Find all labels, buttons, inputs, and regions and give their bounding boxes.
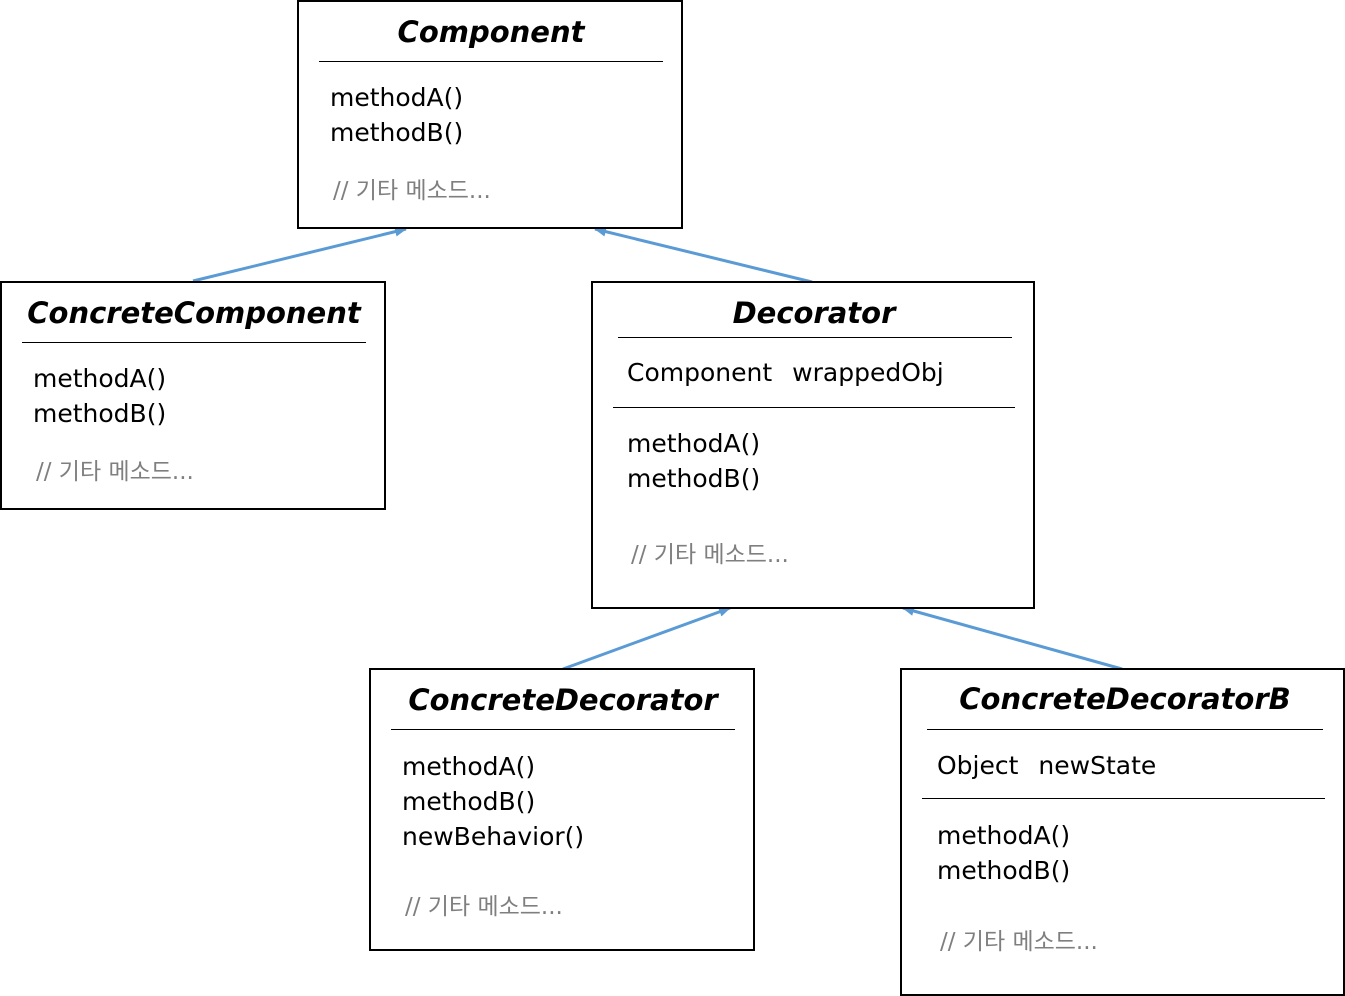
method: methodB() (330, 118, 464, 147)
class-concrete-component[interactable]: ConcreteComponent methodA() methodB() //… (0, 281, 386, 510)
class-title: ConcreteDecorator (408, 683, 718, 717)
attribute: Component wrappedObj (627, 355, 944, 390)
class-title: ConcreteComponent (27, 296, 361, 330)
method: methodA() (402, 752, 536, 781)
edge-concretecomponent-to-component (192, 226, 407, 283)
comment: // 기타 메소드... (631, 542, 789, 568)
method: methodA() (33, 364, 167, 393)
edge-concretedecoratorb-to-decorator (902, 606, 1123, 671)
method: methodB() (627, 464, 761, 493)
attribute-type: Component (627, 358, 773, 387)
divider (618, 337, 1012, 338)
comment: // 기타 메소드... (333, 178, 491, 204)
comment: // 기타 메소드... (940, 929, 1098, 955)
method: methodB() (937, 856, 1071, 885)
method: methodA() (330, 83, 464, 112)
class-concrete-decorator[interactable]: ConcreteDecorator methodA() methodB() ne… (369, 668, 755, 951)
edge-concretedecorator-to-decorator (562, 606, 731, 671)
attribute: Object newState (937, 748, 1156, 783)
attribute-name: newState (1038, 751, 1157, 780)
divider (391, 729, 735, 730)
class-concrete-decorator-b[interactable]: ConcreteDecoratorB Object newState method… (900, 668, 1345, 996)
divider (922, 798, 1325, 799)
comment: // 기타 메소드... (36, 459, 194, 485)
method: methodB() (402, 787, 536, 816)
method: methodA() (937, 821, 1071, 850)
comment: // 기타 메소드... (405, 894, 563, 920)
class-title: Decorator (732, 296, 896, 330)
edge-decorator-to-component (594, 226, 813, 284)
method: methodB() (33, 399, 167, 428)
method: methodA() (627, 429, 761, 458)
class-title: Component (397, 15, 585, 49)
attribute-name: wrappedObj (792, 358, 944, 387)
divider (927, 729, 1323, 730)
attribute-type: Object (937, 751, 1019, 780)
class-component[interactable]: Component methodA() methodB() // 기타 메소드.… (297, 0, 683, 229)
class-title: ConcreteDecoratorB (959, 682, 1291, 716)
method: newBehavior() (402, 822, 585, 851)
divider (613, 407, 1015, 408)
divider (22, 342, 366, 343)
divider (319, 61, 663, 62)
